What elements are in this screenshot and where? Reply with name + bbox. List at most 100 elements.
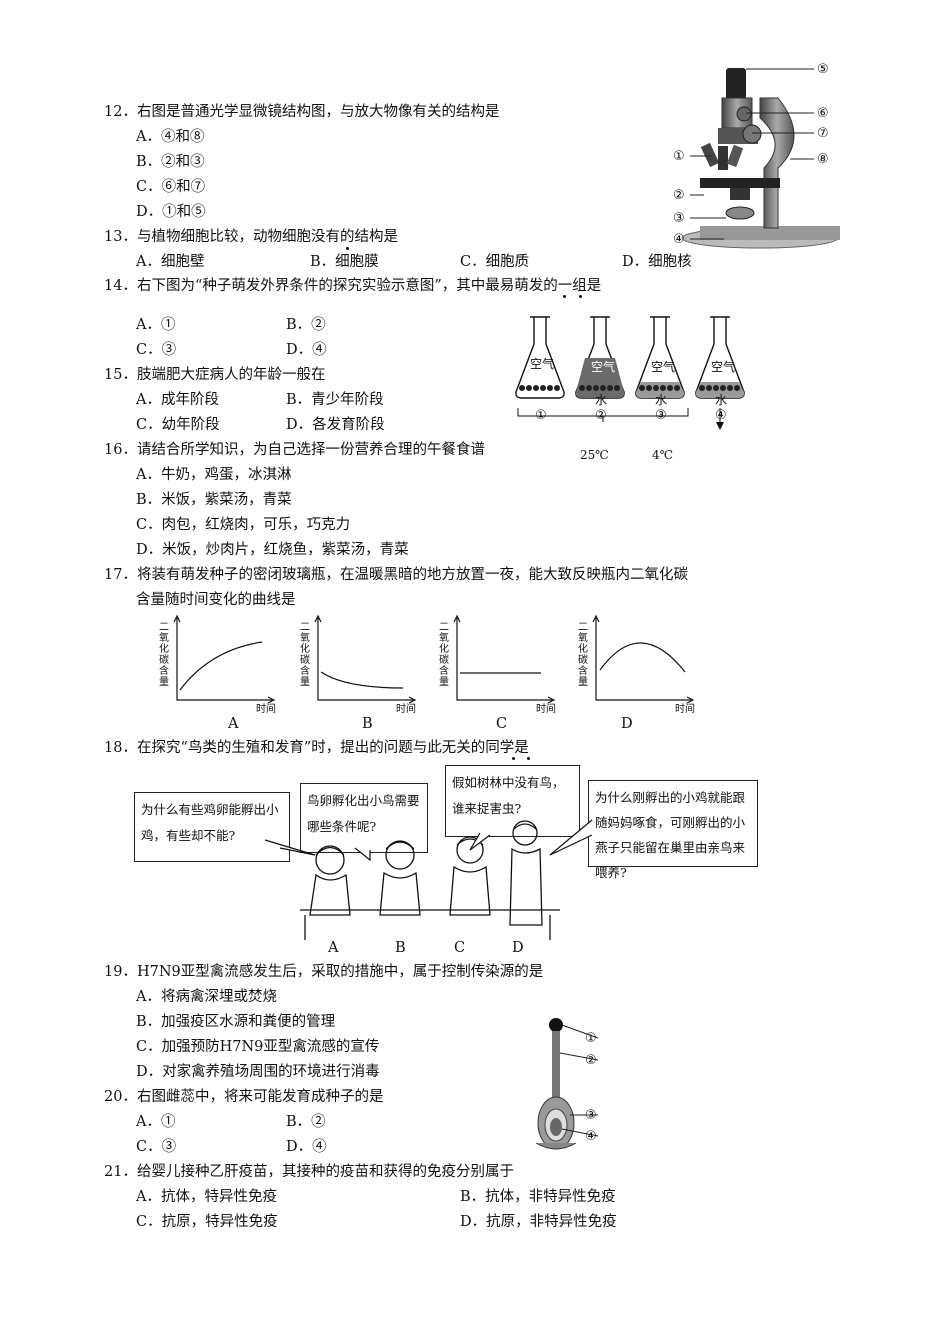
seed-germination-flasks <box>515 316 745 430</box>
q14-stem: 14．右下图为“种子萌发外界条件的探究实验示意图”，其中最易萌发的一组是 <box>104 278 602 294</box>
flask-2-air: 空气 <box>591 360 616 374</box>
flask-4-label: ④ <box>715 408 727 423</box>
q19-option-a[interactable]: A．将病禽深埋或焚烧 <box>136 989 277 1005</box>
microscope-label-5: ⑤ <box>817 62 829 77</box>
flask-3-air: 空气 <box>651 360 676 374</box>
pistil-label-3: ③ <box>585 1108 597 1123</box>
q13-option-a[interactable]: A．细胞壁 <box>136 254 205 270</box>
q14-option-b[interactable]: B．② <box>286 317 326 333</box>
graph-d-ylabel: 二氧化碳含量 <box>578 622 588 688</box>
q20-stem: 20．右图雌蕊中，将来可能发育成种子的是 <box>104 1089 384 1105</box>
student-b[interactable]: B <box>395 940 406 956</box>
flask-4-air: 空气 <box>711 360 736 374</box>
flask-3-label: ③ <box>655 408 667 423</box>
q19-stem: 19．H7N9亚型禽流感发生后，采取的措施中，属于控制传染源的是 <box>104 964 544 980</box>
q17-stem-1: 17．将装有萌发种子的密闭玻璃瓶，在温暖黑暗的地方放置一夜，能大致反映瓶内二氧化… <box>104 567 688 583</box>
speech-bubble-b: 鸟卵孵化出小鸟需要哪些条件呢? <box>300 783 428 853</box>
speech-bubble-c: 假如树林中没有鸟，谁来捉害虫? <box>445 765 580 837</box>
q17-stem-2: 含量随时间变化的曲线是 <box>136 592 296 608</box>
q12-option-c[interactable]: C．⑥和⑦ <box>136 179 206 195</box>
graph-b-xlabel: 时间 <box>396 704 416 715</box>
emphasis-dot <box>527 757 530 760</box>
q14-option-d[interactable]: D．④ <box>286 342 327 358</box>
microscope-label-8: ⑧ <box>817 152 829 167</box>
q21-option-d[interactable]: D．抗原，非特异性免疫 <box>460 1214 617 1230</box>
q21-option-b[interactable]: B．抗体，非特异性免疫 <box>460 1189 616 1205</box>
flask-1-label: ① <box>535 408 547 423</box>
graph-b-ylabel: 二氧化碳含量 <box>300 622 310 688</box>
microscope-label-3: ③ <box>673 211 685 226</box>
q15-option-c[interactable]: C．幼年阶段 <box>136 417 220 433</box>
flask-3-water: 水 <box>655 393 668 407</box>
graph-d-option[interactable]: D <box>621 716 633 732</box>
temp-4: 4℃ <box>652 448 674 462</box>
graph-a-xlabel: 时间 <box>256 704 276 715</box>
q20-option-b[interactable]: B．② <box>286 1114 326 1130</box>
co2-graphs <box>173 614 695 704</box>
q13-option-d[interactable]: D．细胞核 <box>622 254 692 270</box>
pistil-label-4: ④ <box>585 1129 597 1144</box>
microscope-label-6: ⑥ <box>817 106 829 121</box>
graph-d-xlabel: 时间 <box>675 704 695 715</box>
q16-option-b[interactable]: B．米饭，紫菜汤，青菜 <box>136 492 292 508</box>
graph-b-option[interactable]: B <box>362 716 373 732</box>
microscope-label-7: ⑦ <box>817 126 829 141</box>
flask-1-air: 空气 <box>530 357 555 371</box>
pistil-label-2: ② <box>585 1053 597 1068</box>
q19-option-c[interactable]: C．加强预防H7N9亚型禽流感的宣传 <box>136 1039 380 1055</box>
q20-option-d[interactable]: D．④ <box>286 1139 327 1155</box>
q16-option-c[interactable]: C．肉包，红烧肉，可乐，巧克力 <box>136 517 351 533</box>
q18-stem: 18．在探究“鸟类的生殖和发育”时，提出的问题与此无关的同学是 <box>104 740 529 756</box>
speech-bubble-a: 为什么有些鸡卵能孵出小鸡，有些却不能? <box>134 792 290 862</box>
flask-2-water: 水 <box>595 393 608 407</box>
graph-c-xlabel: 时间 <box>536 704 556 715</box>
q12-option-a[interactable]: A．④和⑧ <box>136 129 205 145</box>
student-a[interactable]: A <box>328 940 339 956</box>
q21-option-c[interactable]: C．抗原，特异性免疫 <box>136 1214 278 1230</box>
q16-option-a[interactable]: A．牛奶，鸡蛋，冰淇淋 <box>136 467 292 483</box>
graph-a-option[interactable]: A <box>228 716 239 732</box>
q21-option-a[interactable]: A．抗体，特异性免疫 <box>136 1189 277 1205</box>
student-c[interactable]: C <box>454 940 466 956</box>
flask-2-label: ② <box>595 408 607 423</box>
q20-option-a[interactable]: A．① <box>136 1114 176 1130</box>
q16-option-d[interactable]: D．米饭，炒肉片，红烧鱼，紫菜汤，青菜 <box>136 542 409 558</box>
q16-stem: 16．请结合所学知识，为自己选择一份营养合理的午餐食谱 <box>104 442 485 458</box>
graph-a-ylabel: 二氧化碳含量 <box>159 622 169 688</box>
temp-25: 25℃ <box>580 448 609 462</box>
q15-option-d[interactable]: D．各发育阶段 <box>286 417 385 433</box>
microscope-figure <box>681 68 840 249</box>
q13-option-c[interactable]: C．细胞质 <box>460 254 530 270</box>
emphasis-dot <box>512 757 515 760</box>
q21-stem: 21．给婴儿接种乙肝疫苗，其接种的疫苗和获得的免疫分别属于 <box>104 1164 514 1180</box>
pistil-figure <box>535 1018 599 1150</box>
bubble-pointers <box>264 819 593 862</box>
student-d[interactable]: D <box>512 940 524 956</box>
emphasis-dot <box>563 295 566 298</box>
graph-c-option[interactable]: C <box>496 716 508 732</box>
pistil-label-1: ① <box>585 1031 597 1046</box>
q15-option-b[interactable]: B．青少年阶段 <box>286 392 384 408</box>
q13-stem: 13．与植物细胞比较，动物细胞没有的结构是 <box>104 229 398 245</box>
microscope-label-4: ④ <box>673 232 685 247</box>
q14-option-a[interactable]: A．① <box>136 317 176 333</box>
speech-bubble-d: 为什么刚孵出的小鸡就能跟随妈妈啄食，可刚孵出的小燕子只能留在巢里由亲鸟来喂养? <box>588 780 758 880</box>
microscope-label-2: ② <box>673 188 685 203</box>
microscope-label-1: ① <box>673 149 685 164</box>
students-illustration <box>300 820 560 940</box>
q20-option-c[interactable]: C．③ <box>136 1139 177 1155</box>
flask-4-water: 水 <box>715 393 728 407</box>
graph-c-ylabel: 二氧化碳含量 <box>439 622 449 688</box>
q19-option-b[interactable]: B．加强疫区水源和粪便的管理 <box>136 1014 336 1030</box>
q15-option-a[interactable]: A．成年阶段 <box>136 392 219 408</box>
q19-option-d[interactable]: D．对家禽养殖场周围的环境进行消毒 <box>136 1064 380 1080</box>
emphasis-dot <box>346 247 349 250</box>
microscope-leader-lines <box>690 68 814 240</box>
emphasis-dot <box>579 295 582 298</box>
q12-stem: 12．右图是普通光学显微镜结构图，与放大物像有关的结构是 <box>104 104 500 120</box>
q14-option-c[interactable]: C．③ <box>136 342 177 358</box>
q12-option-b[interactable]: B．②和③ <box>136 154 205 170</box>
q12-option-d[interactable]: D．①和⑤ <box>136 204 206 220</box>
q13-option-b[interactable]: B．细胞膜 <box>310 254 379 270</box>
q15-stem: 15．肢端肥大症病人的年龄一般在 <box>104 367 326 383</box>
